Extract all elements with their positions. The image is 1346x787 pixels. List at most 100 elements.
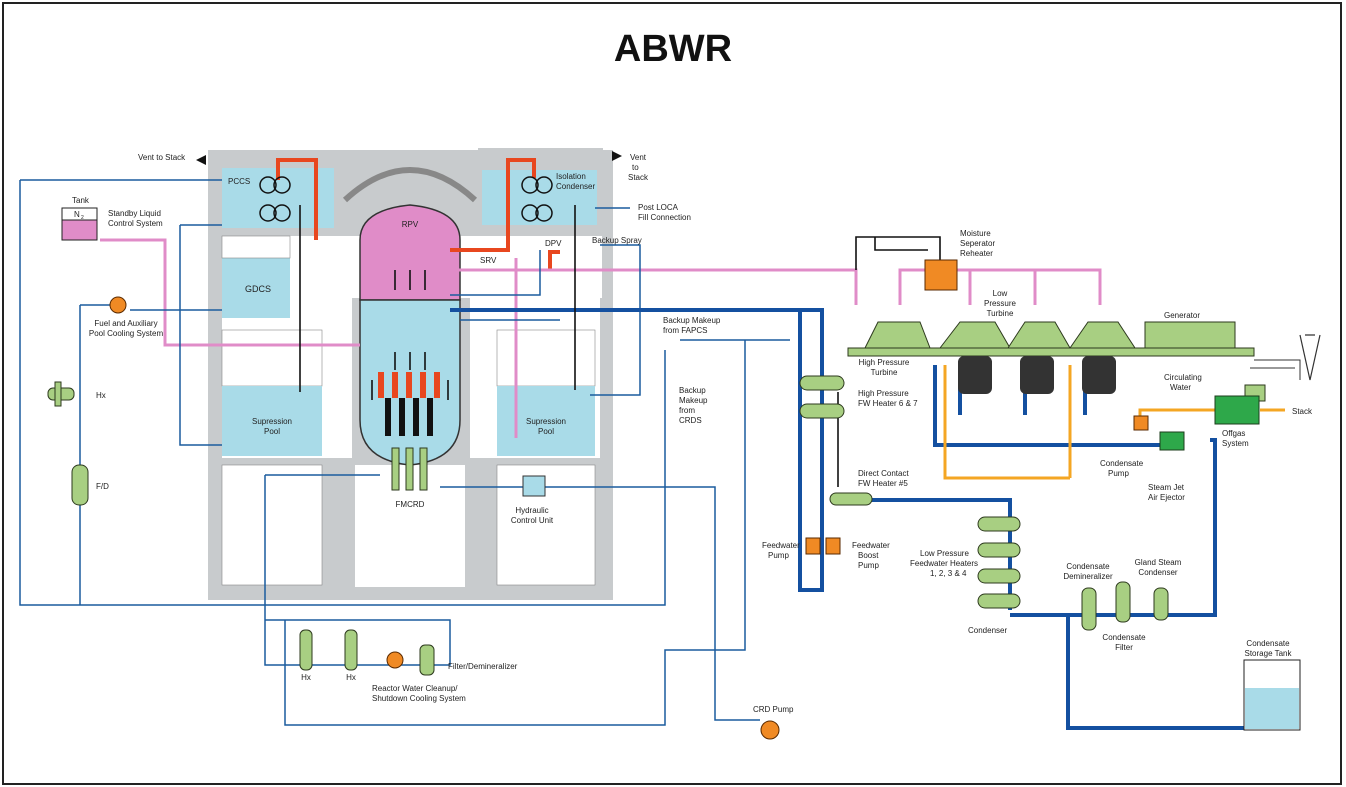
backup-fapcs-1: Backup Makeup (663, 316, 721, 325)
cst-label-2: Storage Tank (1245, 649, 1293, 658)
supression-left-1: Supression (252, 417, 292, 426)
lpt-label-1: Low (993, 289, 1008, 298)
generator-label: Generator (1164, 311, 1200, 320)
hx-left: Hx (47, 381, 106, 407)
offgas-section: Stack Offgas System Condensate Pump Stea… (1100, 395, 1313, 502)
offgas-label-1: Offgas (1222, 429, 1245, 438)
cond-demin-1: Condensate (1066, 562, 1110, 571)
rwcu-label-2: Shutdown Cooling System (372, 694, 466, 703)
hx-a-label: Hx (301, 673, 311, 682)
tank-label: Tank (72, 196, 90, 205)
vent-to-stack-left-label: Vent to Stack (138, 153, 186, 162)
supression-left-2: Pool (264, 427, 280, 436)
circ-label-1: Circulating (1164, 373, 1202, 382)
cond-filter-2: Filter (1115, 643, 1133, 652)
condensate-storage-tank: Condensate Storage Tank (1243, 639, 1301, 731)
lpt-label-3: Turbine (987, 309, 1014, 318)
blue-lines (19, 179, 790, 726)
dcfw-label-2: FW Heater #5 (858, 479, 908, 488)
supression-right-2: Pool (538, 427, 554, 436)
sjae-label-1: Steam Jet (1148, 483, 1185, 492)
hcu-label-2: Control Unit (511, 516, 554, 525)
stack-label: Stack (1292, 407, 1313, 416)
n2-label: N (74, 210, 80, 219)
msr-label-1: Moisture (960, 229, 991, 238)
lpfw-label-2: Feedwater Heaters (910, 559, 978, 568)
backup-crds-2: Makeup (679, 396, 708, 405)
post-loca-label-1: Post LOCA (638, 203, 679, 212)
crd-pump: CRD Pump (753, 705, 794, 740)
hydraulic-control-unit: Hydraulic Control Unit (511, 475, 554, 525)
hcu-label-1: Hydraulic (515, 506, 548, 515)
vent-right-2: to (632, 163, 639, 172)
msr-label-2: Seperator (960, 239, 995, 248)
backup-fapcs-2: from FAPCS (663, 326, 707, 335)
backup-crds-4: CRDS (679, 416, 702, 425)
dc-fw-heater: Direct Contact FW Heater #5 (829, 469, 909, 506)
turbine-section: Moisture Seperator Reheater Low Pressure… (847, 229, 1321, 402)
n2-subscript: 2 (81, 215, 84, 221)
circ-label-2: Water (1170, 383, 1191, 392)
pccs-unit: PCCS (228, 176, 291, 222)
backup-spray-label: Backup Spray (592, 236, 642, 245)
vent-arrow-right-icon (612, 151, 622, 161)
gland-1: Gland Steam (1135, 558, 1182, 567)
steam-lines (276, 158, 560, 270)
pccs-label: PCCS (228, 177, 250, 186)
feedwater-pumps: Feedwater Pump Feedwater Boost Pump (762, 537, 890, 570)
hx-b-label: Hx (346, 673, 356, 682)
dpv-label: DPV (545, 239, 562, 248)
slcs-label-2: Control System (108, 219, 163, 228)
fmcrd-label: FMCRD (396, 500, 425, 509)
fd-left: F/D (71, 464, 109, 506)
hpt-label-1: High Pressure (859, 358, 910, 367)
fapcs-pump: Fuel and Auxiliary Pool Cooling System (89, 296, 164, 338)
msr-label-3: Reheater (960, 249, 993, 258)
filter-demin-label: Filter/Demineralizer (448, 662, 518, 671)
crd-pump-label: CRD Pump (753, 705, 794, 714)
cst-label-1: Condensate (1246, 639, 1290, 648)
fw-boost-label-2: Boost (858, 551, 879, 560)
fw-boost-label-1: Feedwater (852, 541, 890, 550)
cond-pump-1: Condensate (1100, 459, 1144, 468)
hpfw-label-1: High Pressure (858, 389, 909, 398)
lp-fw-heaters: Low Pressure Feedwater Heaters 1, 2, 3 &… (910, 516, 1021, 635)
hpt-label-2: Turbine (871, 368, 898, 377)
gland-2: Condenser (1138, 568, 1177, 577)
lpt-label-2: Pressure (984, 299, 1017, 308)
vent-arrow-left-icon (196, 155, 206, 165)
cond-demin-2: Demineralizer (1063, 572, 1113, 581)
fapcs-label-2: Pool Cooling System (89, 329, 164, 338)
lpfw-label-3: 1, 2, 3 & 4 (930, 569, 967, 578)
backup-crds-3: from (679, 406, 695, 415)
cond-filter-1: Condensate (1102, 633, 1146, 642)
post-loca-label-2: Fill Connection (638, 213, 691, 222)
rpv: RPV FMCRD (359, 204, 461, 509)
dcfw-label-1: Direct Contact (858, 469, 909, 478)
offgas-label-2: System (1222, 439, 1249, 448)
hp-fw-heaters: High Pressure FW Heater 6 & 7 (799, 375, 918, 419)
condenser-label: Condenser (968, 626, 1007, 635)
vent-right-1: Vent (630, 153, 647, 162)
vent-right-3: Stack (628, 173, 649, 182)
condensate-cleanup: Condensate Demineralizer Gland Steam Con… (1063, 558, 1181, 652)
slcs-tank: Tank N 2 Standby Liquid Control System (61, 196, 163, 241)
fw-pump-label-2: Pump (768, 551, 789, 560)
fd-label: F/D (96, 482, 109, 491)
cond-pump-2: Pump (1108, 469, 1129, 478)
sjae-label-2: Air Ejector (1148, 493, 1185, 502)
rwcu-system: Hx Hx Filter/Demineralizer Reactor Water… (299, 629, 518, 703)
hpfw-label-2: FW Heater 6 & 7 (858, 399, 918, 408)
isolation-label-2: Condenser (556, 182, 595, 191)
supression-right-1: Supression (526, 417, 566, 426)
fw-boost-label-3: Pump (858, 561, 879, 570)
rpv-label: RPV (402, 220, 419, 229)
fw-pump-label-1: Feedwater (762, 541, 800, 550)
slcs-label-1: Standby Liquid (108, 209, 161, 218)
lpfw-label-1: Low Pressure (920, 549, 969, 558)
rwcu-label-1: Reactor Water Cleanup/ (372, 684, 458, 693)
srv-label: SRV (480, 256, 497, 265)
diagram-title: ABWR (613, 28, 733, 70)
isolation-label-1: Isolation (556, 172, 586, 181)
